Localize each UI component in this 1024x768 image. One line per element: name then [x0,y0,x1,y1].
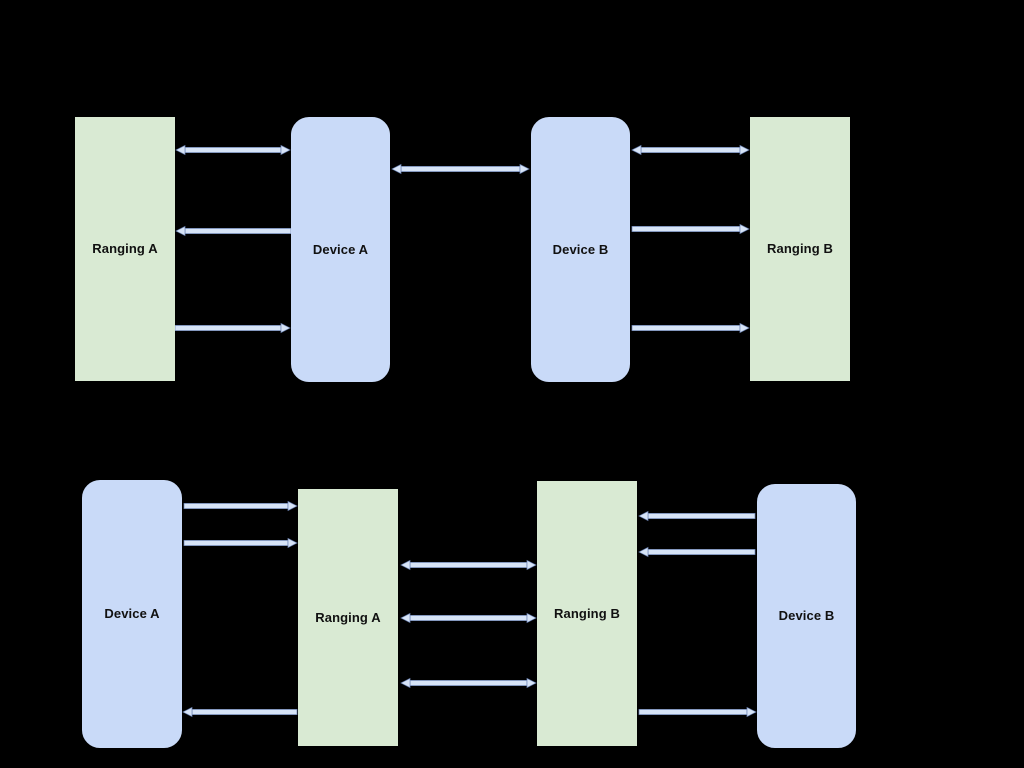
node-label-bot-device-a: Device A [104,606,160,622]
node-label-bot-device-b: Device B [778,608,835,624]
device-a-to-ranging-a-link-2 [183,536,298,550]
node-label-top-device-a: Device A [312,241,369,257]
ranging-a-to-ranging-b-link-1 [400,558,537,572]
node-label-top-ranging-b: Ranging B [767,241,833,257]
node-bot-ranging-b[interactable]: Ranging B [537,481,637,746]
node-label-bot-ranging-b: Ranging B [554,605,620,621]
ranging-b-to-device-b-link-3 [638,705,757,719]
ranging-a-to-ranging-b-link-2 [400,611,537,625]
node-bot-ranging-a[interactable]: Ranging A [298,489,398,746]
node-bot-device-b[interactable]: Device B [757,484,856,748]
device-b-to-ranging-b-link-2 [638,545,756,559]
node-top-ranging-a[interactable]: Ranging A [75,117,175,381]
node-top-device-a[interactable]: Device A [291,117,390,382]
node-top-ranging-b[interactable]: Ranging B [750,117,850,381]
device-b-to-ranging-b-link-1 [638,509,756,523]
ranging-a-to-ranging-b-link-3 [400,676,537,690]
node-label-bot-ranging-a: Ranging A [315,609,381,625]
node-top-device-b[interactable]: Device B [531,117,630,382]
ranging-a-to-device-a-link-3 [182,705,298,719]
device-a-to-ranging-a-link-1 [183,499,298,513]
node-label-top-device-b: Device B [552,241,609,257]
node-bot-device-a[interactable]: Device A [82,480,182,748]
node-label-top-ranging-a: Ranging A [92,241,158,257]
